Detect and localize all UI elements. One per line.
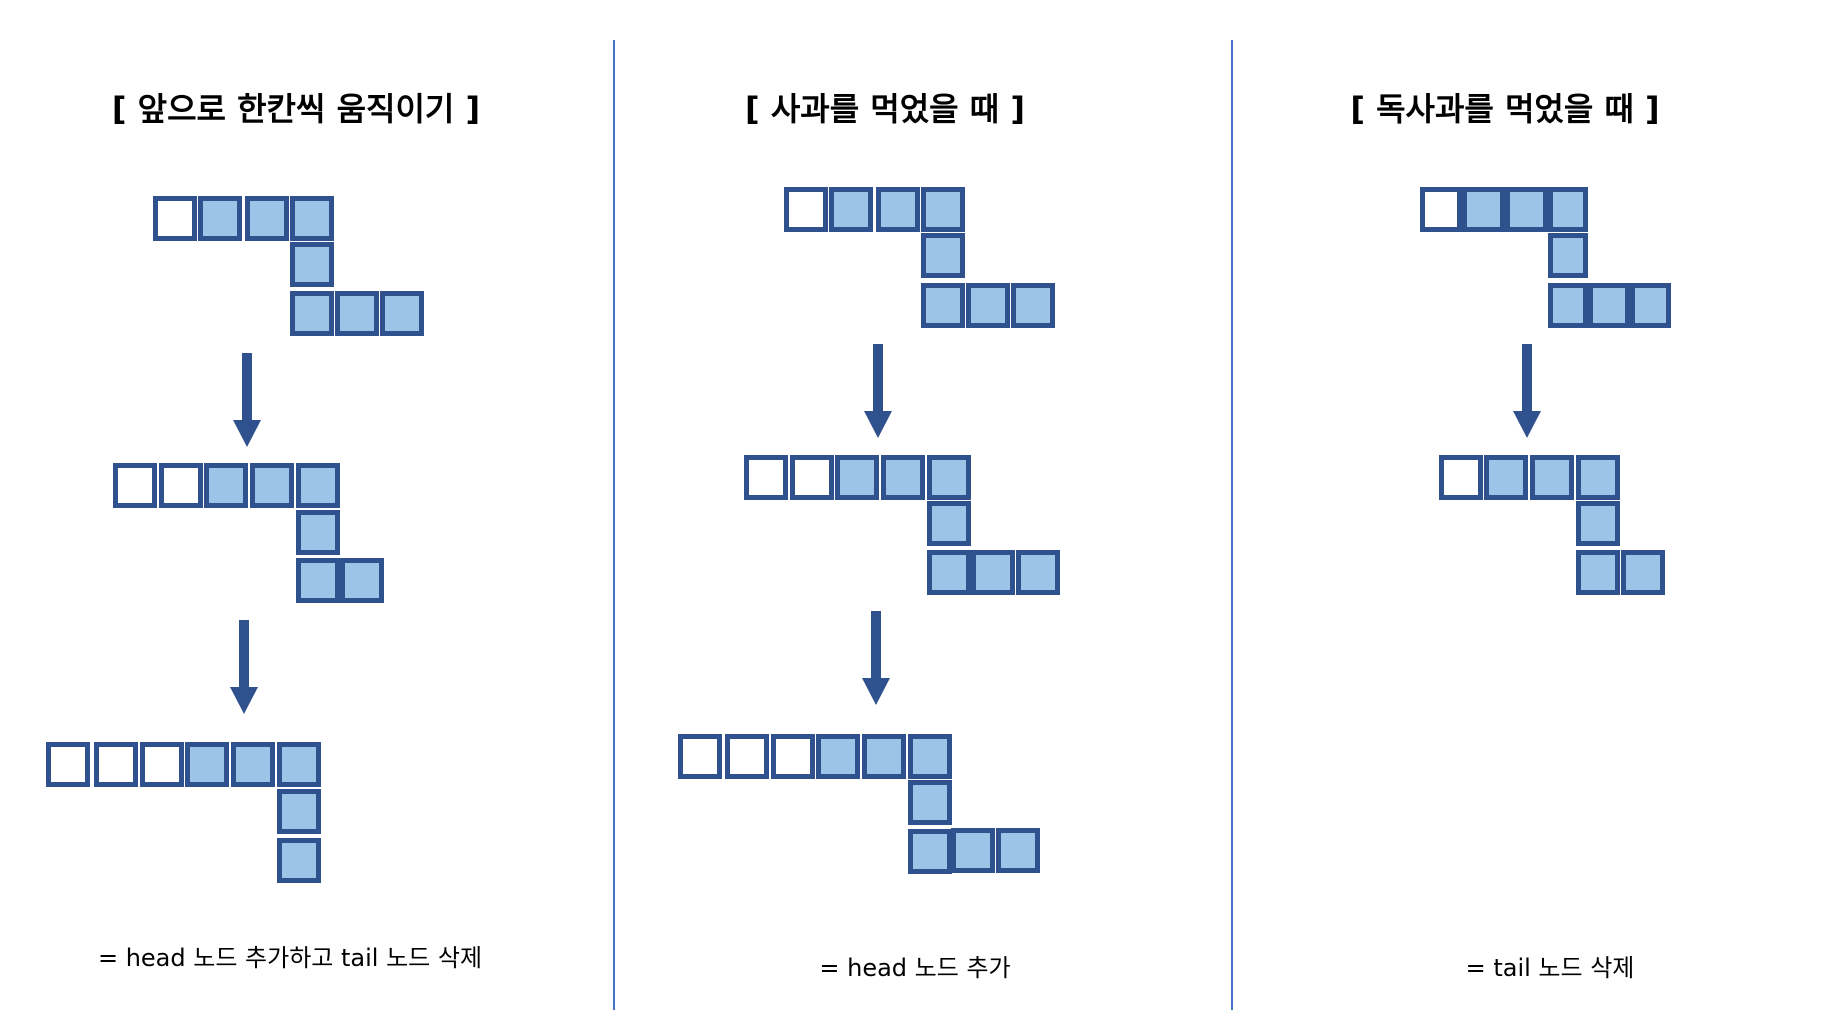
snake-node bbox=[1462, 187, 1505, 232]
empty-node bbox=[153, 196, 197, 241]
snake-node bbox=[296, 558, 340, 603]
snake-node bbox=[277, 742, 321, 787]
snake-node bbox=[1576, 550, 1620, 595]
panel-caption: = head 노드 추가하고 tail 노드 삭제 bbox=[97, 944, 483, 972]
snake-node bbox=[1530, 455, 1574, 500]
snake-node bbox=[816, 734, 860, 779]
snake-node bbox=[250, 463, 294, 508]
snake-node bbox=[876, 187, 920, 232]
down-arrow-icon bbox=[864, 344, 892, 439]
snake-node bbox=[277, 838, 321, 883]
snake-node bbox=[881, 455, 925, 500]
snake-node bbox=[862, 734, 906, 779]
snake-node bbox=[198, 196, 242, 241]
snake-node bbox=[908, 734, 952, 779]
snake-node bbox=[829, 187, 873, 232]
empty-node bbox=[46, 742, 90, 787]
empty-node bbox=[1439, 455, 1483, 500]
snake-node bbox=[340, 558, 384, 603]
snake-node bbox=[231, 742, 275, 787]
snake-node bbox=[927, 455, 971, 500]
panel-caption: = tail 노드 삭제 bbox=[1465, 954, 1635, 982]
snake-node bbox=[921, 187, 965, 232]
panel-divider-1 bbox=[613, 40, 615, 1010]
empty-node bbox=[771, 734, 815, 779]
empty-node bbox=[159, 463, 203, 508]
snake-node bbox=[290, 242, 334, 287]
snake-node bbox=[380, 291, 424, 336]
snake-node bbox=[1011, 283, 1055, 328]
snake-node bbox=[1576, 501, 1620, 546]
empty-node bbox=[94, 742, 138, 787]
snake-node bbox=[296, 463, 340, 508]
snake-node bbox=[908, 829, 952, 874]
snake-node bbox=[921, 283, 965, 328]
snake-node bbox=[277, 789, 321, 834]
empty-node bbox=[725, 734, 769, 779]
snake-node bbox=[1576, 455, 1620, 500]
snake-node bbox=[290, 196, 334, 241]
snake-node bbox=[908, 780, 952, 825]
snake-node bbox=[1016, 550, 1060, 595]
snake-node bbox=[971, 550, 1015, 595]
panel-title: [ 사과를 먹었을 때 ] bbox=[745, 90, 1025, 128]
snake-node bbox=[335, 291, 379, 336]
empty-node bbox=[744, 455, 788, 500]
snake-node bbox=[296, 510, 340, 555]
snake-node bbox=[290, 291, 334, 336]
snake-node bbox=[1505, 187, 1548, 232]
snake-node bbox=[185, 742, 229, 787]
snake-node bbox=[1548, 187, 1588, 232]
snake-node bbox=[927, 550, 971, 595]
down-arrow-icon bbox=[233, 353, 261, 448]
panel-divider-2 bbox=[1231, 40, 1233, 1010]
empty-node bbox=[790, 455, 834, 500]
snake-node bbox=[966, 283, 1010, 328]
snake-node bbox=[1484, 455, 1528, 500]
panel-caption: = head 노드 추가 bbox=[819, 954, 1011, 982]
snake-node bbox=[204, 463, 248, 508]
snake-node bbox=[996, 828, 1040, 873]
down-arrow-icon bbox=[230, 620, 258, 715]
snake-node bbox=[1630, 283, 1671, 328]
snake-node bbox=[245, 196, 289, 241]
snake-node bbox=[1548, 283, 1588, 328]
snake-node bbox=[835, 455, 879, 500]
snake-node bbox=[1588, 283, 1630, 328]
empty-node bbox=[784, 187, 828, 232]
snake-node bbox=[921, 233, 965, 278]
empty-node bbox=[113, 463, 157, 508]
empty-node bbox=[140, 742, 184, 787]
panel-title: [ 독사과를 먹었을 때 ] bbox=[1350, 90, 1660, 128]
snake-node bbox=[951, 828, 995, 873]
empty-node bbox=[678, 734, 722, 779]
snake-node bbox=[1621, 550, 1665, 595]
snake-node bbox=[927, 501, 971, 546]
down-arrow-icon bbox=[1513, 344, 1541, 439]
down-arrow-icon bbox=[862, 611, 890, 706]
panel-title: [ 앞으로 한칸씩 움직이기 ] bbox=[111, 90, 481, 128]
empty-node bbox=[1420, 187, 1462, 232]
snake-node bbox=[1548, 233, 1588, 278]
